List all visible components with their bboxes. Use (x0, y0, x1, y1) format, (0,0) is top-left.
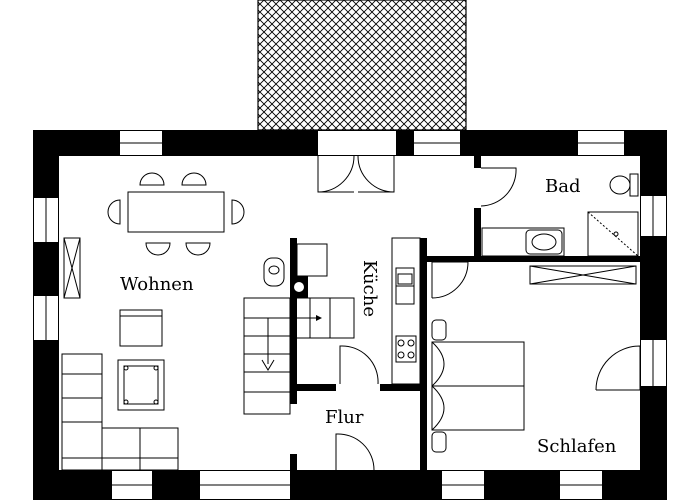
windows (34, 131, 666, 499)
toilet (609, 173, 639, 197)
bed (431, 319, 525, 453)
room-label-bad: Bad (545, 176, 580, 197)
terrace-hatch (257, 0, 467, 131)
door-swing (317, 155, 641, 471)
room-label-kueche: Küche (359, 260, 380, 317)
kitchen-counter (391, 237, 421, 385)
staircase-arrow (243, 243, 355, 415)
sink (481, 227, 565, 257)
dining-table (107, 172, 245, 256)
window-cross (63, 237, 81, 299)
shower (587, 211, 639, 257)
door-openings (290, 168, 481, 454)
room-label-flur: Flur (325, 407, 364, 428)
living-furniture (61, 309, 179, 471)
wardrobe (529, 265, 637, 285)
room-label-wohnen: Wohnen (120, 274, 194, 295)
stove (395, 335, 417, 363)
room-label-schlafen: Schlafen (537, 436, 617, 457)
